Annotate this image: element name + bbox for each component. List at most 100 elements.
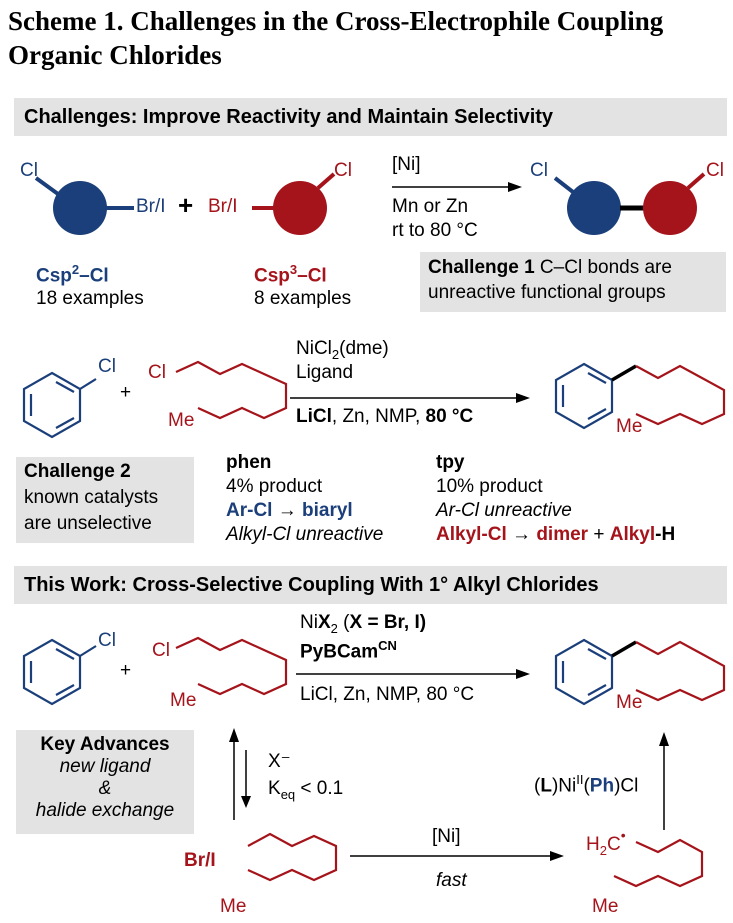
- prod-cl-bond-right: [686, 172, 706, 190]
- ni-capture-arrow-head: [659, 732, 669, 746]
- chlorobenzene-ring: [22, 371, 82, 439]
- rxn3-plus: +: [120, 660, 132, 681]
- product-new-bond-2: [611, 640, 637, 658]
- prod-cl-bond-left: [553, 176, 575, 194]
- product-chain-1: [635, 364, 726, 426]
- rxn2-conditions: LiCl, Zn, NMP, 80 °C: [296, 406, 474, 427]
- csp3-ball: [273, 181, 327, 235]
- csp3-examples: 8 examples: [254, 288, 352, 309]
- bottom-me-right: Me: [592, 896, 619, 917]
- known-catalyst-reaction: [22, 360, 726, 439]
- aryl-cl-bond-2: [79, 645, 97, 657]
- octyl-chain-2: [175, 636, 288, 696]
- key-advances-amp: &: [98, 778, 112, 799]
- prod-cl-left-label: Cl: [530, 160, 548, 181]
- tpy-arrow-icon: →: [512, 524, 532, 545]
- top-cond-mn-zn: Mn or Zn: [392, 196, 469, 217]
- rxn2-product-me: Me: [616, 416, 643, 437]
- rxn2-reagent-nicl2: NiCl2(dme): [296, 338, 389, 362]
- phen-heading: phen: [226, 452, 272, 473]
- key-advances-ligand: new ligand: [59, 756, 151, 777]
- product-ring-1: [554, 362, 614, 430]
- tpy-alkyl-outcome: Alkyl-Cl → dimer + Alkyl-H: [436, 524, 676, 545]
- top-arrow-head: [508, 182, 522, 192]
- csp2-brI-label: Br/I: [136, 196, 166, 217]
- bottom-fast: fast: [436, 870, 467, 891]
- phen-arrow-icon: →: [277, 500, 297, 521]
- product-new-bond-1: [611, 364, 637, 382]
- challenge2-line3: are unselective: [24, 513, 152, 534]
- scheme-title-line2: Organic Chlorides: [8, 40, 222, 70]
- halide-x-minus: X⁻: [268, 751, 291, 772]
- csp3-cl-label: Cl: [334, 160, 352, 181]
- rxn2-reagent-ligand: Ligand: [296, 362, 354, 383]
- rxn3-reagent-nix2: NiX2 (X = Br, I): [300, 612, 427, 636]
- alkyl-bromide-chain: [247, 832, 338, 882]
- eq-arrow-down-head: [241, 796, 251, 808]
- tpy-heading: tpy: [436, 452, 465, 473]
- rxn3-ligand: PyBCamCN: [300, 638, 397, 663]
- mechanism-scheme: [229, 728, 704, 888]
- rxn2-arrow-head: [516, 393, 530, 403]
- prod-blue-ball: [567, 181, 621, 235]
- bottom-h2c-radical: H2C•: [586, 827, 626, 858]
- phen-arcl-biaryl: Ar-Cl → biaryl: [226, 500, 353, 521]
- csp2-cl-title: Csp2–Cl: [36, 262, 109, 287]
- top-cond-temp: rt to 80 °C: [392, 220, 478, 241]
- key-advances-exchange: halide exchange: [35, 800, 175, 821]
- aryl-cl-bond: [79, 378, 97, 390]
- product-ring-2: [554, 638, 614, 706]
- tpy-arcl-unreactive: Ar-Cl unreactive: [436, 500, 572, 521]
- product-chain-2: [635, 640, 726, 702]
- csp2-cl-bond: [34, 176, 60, 196]
- key-advances-box: Key Advances new ligand & halide exchang…: [16, 730, 194, 834]
- rxn2-me: Me: [168, 410, 195, 431]
- csp2-cl-label: Cl: [20, 160, 38, 181]
- phen-percent: 4% product: [226, 476, 323, 497]
- challenge2-line2: known catalysts: [24, 487, 159, 508]
- key-advances-title: Key Advances: [40, 734, 170, 755]
- phen-alkyl-unreactive: Alkyl-Cl unreactive: [226, 524, 384, 545]
- challenge1-line1: Challenge 1 C–Cl bonds are: [428, 257, 672, 278]
- generic-coupling-scheme: [34, 172, 706, 235]
- scheme-title: Scheme 1. Challenges in the Cross-Electr…: [8, 4, 728, 72]
- top-cond-ni: [Ni]: [392, 154, 421, 175]
- this-work-reaction: [22, 636, 726, 706]
- rxn3-aryl-cl: Cl: [98, 630, 116, 651]
- csp3-cl-bond: [316, 172, 336, 190]
- eq-arrow-up-head: [229, 728, 239, 742]
- prod-red-ball: [643, 181, 697, 235]
- tpy-percent: 10% product: [436, 476, 543, 497]
- rxn2-alkyl-cl: Cl: [148, 362, 166, 383]
- radical-dot-icon: •: [620, 827, 626, 843]
- bottom-me-left: Me: [220, 896, 247, 917]
- octyl-chain-1: [175, 360, 288, 420]
- prod-cl-right-label: Cl: [706, 160, 724, 181]
- challenge1-box: Challenge 1 C–Cl bonds are unreactive fu…: [420, 252, 726, 312]
- ni-complex-label: (L)NiII(Ph)Cl: [534, 772, 639, 797]
- bottom-ni: [Ni]: [432, 826, 461, 847]
- challenge2-box: Challenge 2 known catalysts are unselect…: [16, 457, 194, 543]
- scheme-title-line1: Scheme 1. Challenges in the Cross-Electr…: [8, 6, 664, 36]
- csp3-brI-label: Br/I: [208, 196, 238, 217]
- alkyl-radical-chain: [613, 838, 704, 888]
- rxn2-aryl-cl: Cl: [98, 356, 116, 377]
- rxn3-me: Me: [170, 690, 197, 711]
- challenges-banner: Challenges: Improve Reactivity and Maint…: [14, 98, 727, 136]
- rxn3-alkyl-cl: Cl: [152, 640, 170, 661]
- plus-sign-1: +: [178, 190, 194, 220]
- rxn3-arrow-head: [516, 669, 530, 679]
- chlorobenzene-ring-2: [22, 638, 82, 706]
- challenge2-line1: Challenge 2: [24, 461, 131, 482]
- bottom-brI: Br/I: [184, 850, 216, 871]
- fast-arrow-head: [550, 851, 564, 861]
- rxn3-product-me: Me: [616, 692, 643, 713]
- csp3-cl-title: Csp3–Cl: [254, 262, 327, 287]
- keq-label: Keq < 0.1: [268, 778, 344, 802]
- rxn2-plus: +: [120, 382, 132, 403]
- challenge1-line2: unreactive functional groups: [428, 282, 666, 303]
- csp2-examples: 18 examples: [36, 288, 144, 309]
- rxn3-conditions: LiCl, Zn, NMP, 80 °C: [300, 684, 475, 705]
- csp2-ball: [53, 181, 107, 235]
- this-work-banner: This Work: Cross-Selective Coupling With…: [14, 566, 727, 604]
